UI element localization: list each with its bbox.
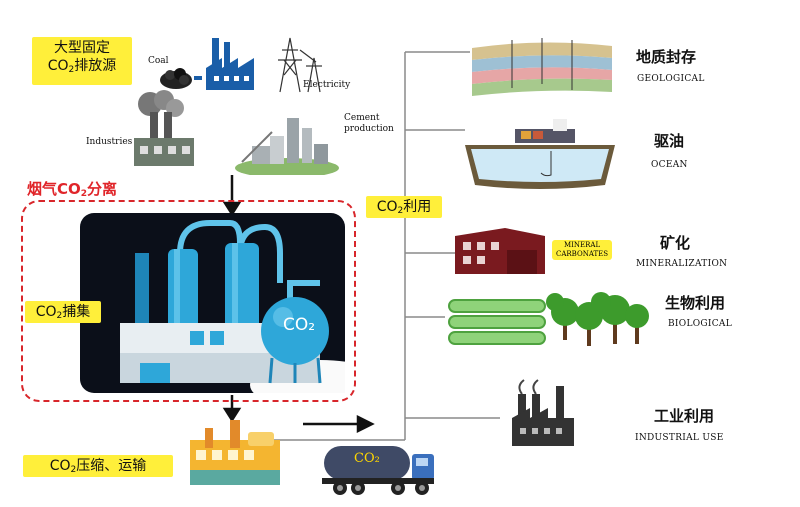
geological-strata-icon xyxy=(472,38,612,96)
factory-icon xyxy=(206,38,254,90)
geological-en-label: GEOLOGICAL xyxy=(637,74,705,84)
cement-plant-icon xyxy=(235,118,339,175)
co2-compress-transport-label: CO2压缩、运输 xyxy=(23,455,173,477)
cement-label: Cement production xyxy=(344,113,394,134)
capture-dashed-frame xyxy=(21,200,356,402)
fixed-source-label: 大型固定 CO2排放源 xyxy=(32,37,132,85)
industries-icon xyxy=(134,90,194,166)
coal-icon xyxy=(160,68,192,89)
ocean-ship-icon xyxy=(465,119,615,189)
industrial-cn-label: 工业利用 xyxy=(654,407,715,425)
mineralization-building-icon xyxy=(455,228,545,274)
industrial-factory-icon xyxy=(512,379,574,446)
truck-co2-label: CO₂ xyxy=(354,451,380,466)
fixed-source-line1: 大型固定 xyxy=(54,40,110,56)
electricity-label: Electricity xyxy=(303,80,351,90)
fixed-source-line2: CO2排放源 xyxy=(47,58,117,75)
geological-cn-label: 地质封存 xyxy=(636,48,697,66)
coal-label: Coal xyxy=(148,56,169,66)
biological-algae-trees-icon xyxy=(448,292,649,346)
biological-en-label: BIOLOGICAL xyxy=(668,319,733,329)
mineralization-en-label: MINERALIZATION xyxy=(636,259,728,269)
industries-label: Industries xyxy=(86,137,133,147)
ocean-cn-label: 驱油 xyxy=(654,132,685,150)
co2-capture-label: CO2捕集 xyxy=(25,301,101,323)
ocean-en-label: OCEAN xyxy=(651,160,688,170)
power-plant-cluster xyxy=(160,37,322,93)
biological-cn-label: 生物利用 xyxy=(665,294,726,312)
power-pylon-icon xyxy=(278,37,322,93)
co2-utilization-label: CO2利用 xyxy=(366,196,442,218)
flue-gas-separation-label: 烟气CO2分离 xyxy=(27,180,118,199)
capture-plant-illustration xyxy=(80,213,345,393)
industrial-en-label: INDUSTRIAL USE xyxy=(635,433,724,443)
co2-tanker-truck-icon xyxy=(322,446,434,495)
tank-co2-label: CO₂ xyxy=(283,315,316,335)
compression-facility-icon xyxy=(190,420,280,485)
mineralization-cn-label: 矿化 xyxy=(660,234,691,252)
mineral-carbonates-badge: MINERAL CARBONATES xyxy=(552,240,613,260)
